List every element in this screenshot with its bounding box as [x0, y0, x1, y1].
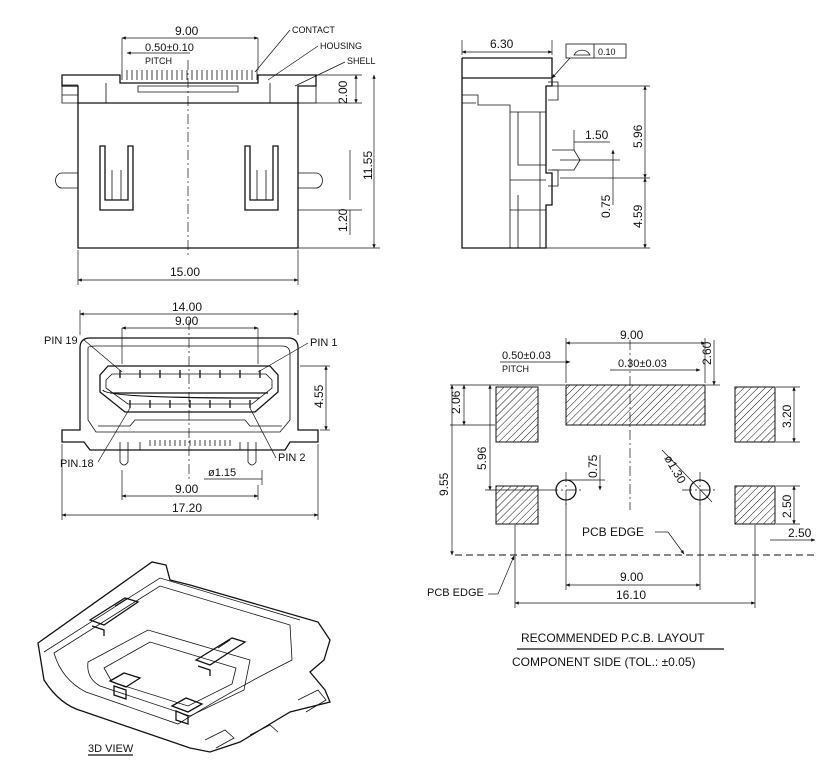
- side-dim-width: 6.30: [490, 37, 514, 51]
- front-label-pitch: PITCH: [145, 56, 172, 66]
- pcb-dim-left-mid: 5.96: [475, 446, 489, 470]
- side-dim-upper: 5.96: [631, 124, 645, 148]
- pcb-dim-pad-right-top: 3.20: [780, 404, 794, 428]
- pcb-dim-edge-offset: 2.50: [788, 526, 812, 540]
- front-dim-width-top: 9.00: [175, 24, 199, 38]
- face-label-pin1: PIN 1: [310, 337, 338, 349]
- pcb-dim-pad-width: 0.30±0.03: [618, 358, 667, 370]
- pcb-title-line2: COMPONENT SIDE (TOL.: ±0.05): [512, 655, 696, 669]
- face-label-pin18: PIN.18: [60, 458, 94, 470]
- iso-view: 3D VIEW: [37, 561, 331, 756]
- side-flatness-value: 0.10: [598, 47, 616, 57]
- front-view: 9.00 0.50±0.10 PITCH CONTACT HOUSING SHE…: [55, 24, 380, 285]
- pcb-dim-left-total: 9.55: [437, 472, 451, 496]
- face-label-pin19: PIN 19: [44, 335, 78, 347]
- pcb-pad-top-left: [495, 386, 539, 443]
- pcb-pad-bottom-right: [734, 485, 776, 525]
- front-label-shell: SHELL: [347, 56, 376, 66]
- pcb-title-line1: RECOMMENDED P.C.B. LAYOUT: [521, 631, 705, 645]
- side-dim-boss: 1.50: [585, 128, 609, 142]
- pcb-pad-bottom-left: [495, 485, 539, 525]
- pcb-dim-hole-dia: ø1.30: [661, 453, 689, 487]
- front-dim-height-small: 2.00: [336, 80, 350, 104]
- front-contacts: [121, 70, 258, 80]
- pcb-dim-pad-right-bottom: 2.50: [780, 494, 794, 518]
- front-label-housing: HOUSING: [320, 41, 362, 51]
- pcb-layout: 9.00 0.50±0.03 PITCH 0.30±0.03 2.60 2.06…: [427, 328, 816, 669]
- face-dim-total: 17.20: [172, 501, 202, 515]
- face-dim-height: 4.55: [312, 384, 326, 408]
- face-view: 14.00 9.00 PIN 19 PIN 1 PIN.18 PIN 2 4.5…: [44, 300, 338, 520]
- pcb-label-pcb-edge-left: PCB EDGE: [427, 587, 484, 599]
- side-dim-lower: 4.59: [631, 204, 645, 228]
- pcb-dim-bottom-inner: 9.00: [620, 570, 644, 584]
- pcb-pad-top-right: [734, 386, 776, 443]
- side-dim-offset: 0.75: [599, 194, 613, 218]
- face-pins: [119, 370, 261, 408]
- face-dim-outer: 14.00: [172, 300, 202, 314]
- pcb-dim-pad-height: 2.60: [700, 341, 714, 365]
- pcb-dim-hole-offset: 0.75: [586, 454, 600, 478]
- face-dim-hole: ø1.15: [208, 467, 236, 479]
- front-dim-width-bottom: 15.00: [170, 265, 200, 279]
- pcb-label-pcb-edge: PCB EDGE: [582, 525, 644, 539]
- pcb-dim-pitch: 0.50±0.03: [502, 350, 551, 362]
- iso-label: 3D VIEW: [88, 743, 134, 755]
- face-label-pin2: PIN 2: [278, 452, 306, 464]
- pcb-label-pitch: PITCH: [502, 364, 529, 374]
- pcb-dim-left-top: 2.06: [449, 390, 463, 414]
- front-dim-pitch: 0.50±0.10: [145, 42, 194, 54]
- front-dim-slot: 1.20: [336, 208, 350, 232]
- face-dim-posts: 9.00: [175, 482, 199, 496]
- face-dim-inner: 9.00: [175, 314, 199, 328]
- pcb-dim-contacts: 9.00: [620, 328, 644, 342]
- front-dim-height-total: 11.55: [361, 151, 375, 180]
- pcb-contact-pad-array: [565, 384, 706, 426]
- pcb-dim-bottom-total: 16.10: [616, 588, 646, 602]
- side-view: 6.30 0.10 5.96 4.59 1.50 0.75: [461, 37, 650, 249]
- front-label-contact: CONTACT: [292, 25, 335, 35]
